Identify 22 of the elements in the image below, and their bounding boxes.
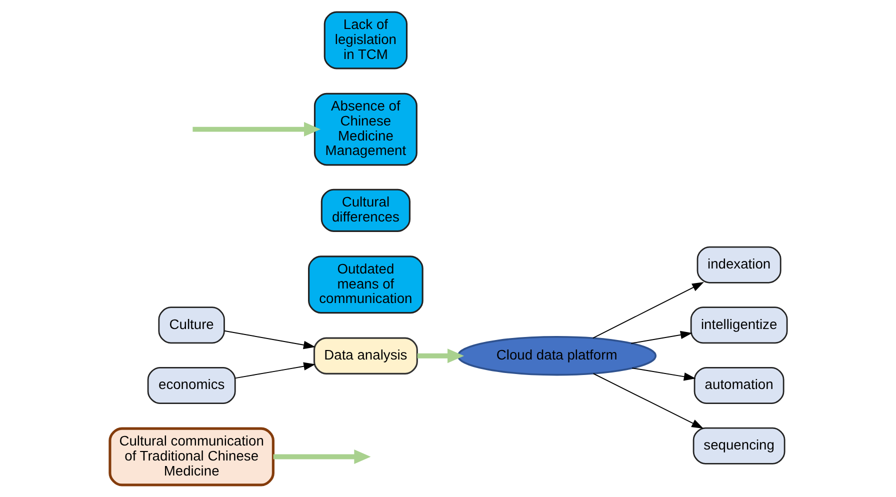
arrow <box>592 282 704 339</box>
arrow <box>416 348 464 364</box>
node-box: sequencing <box>692 427 785 464</box>
node-box: automation <box>693 367 784 404</box>
node-box: Data analysis <box>312 337 418 374</box>
node-box: Culture <box>158 306 224 344</box>
node-box: indexation <box>696 246 781 284</box>
arrow <box>272 450 370 464</box>
arrow <box>630 330 692 344</box>
arrow <box>592 373 704 429</box>
node-box: Lack of legislation in TCM <box>323 11 408 70</box>
node-box: economics <box>146 367 236 404</box>
arrow <box>192 122 320 137</box>
arrow <box>234 362 316 379</box>
arrow <box>631 368 696 381</box>
node-box: Cultural communication of Traditional Chinese Medicine <box>108 427 274 486</box>
node-box: intelligentize <box>690 306 788 344</box>
node-box: Absence of Chinese Medicine Management <box>313 92 417 166</box>
arrow <box>224 330 315 350</box>
node-box: Cultural differences <box>320 188 410 232</box>
node-ellipse: Cloud data platform <box>456 336 656 376</box>
node-box: Outdated means of communication <box>308 256 423 314</box>
